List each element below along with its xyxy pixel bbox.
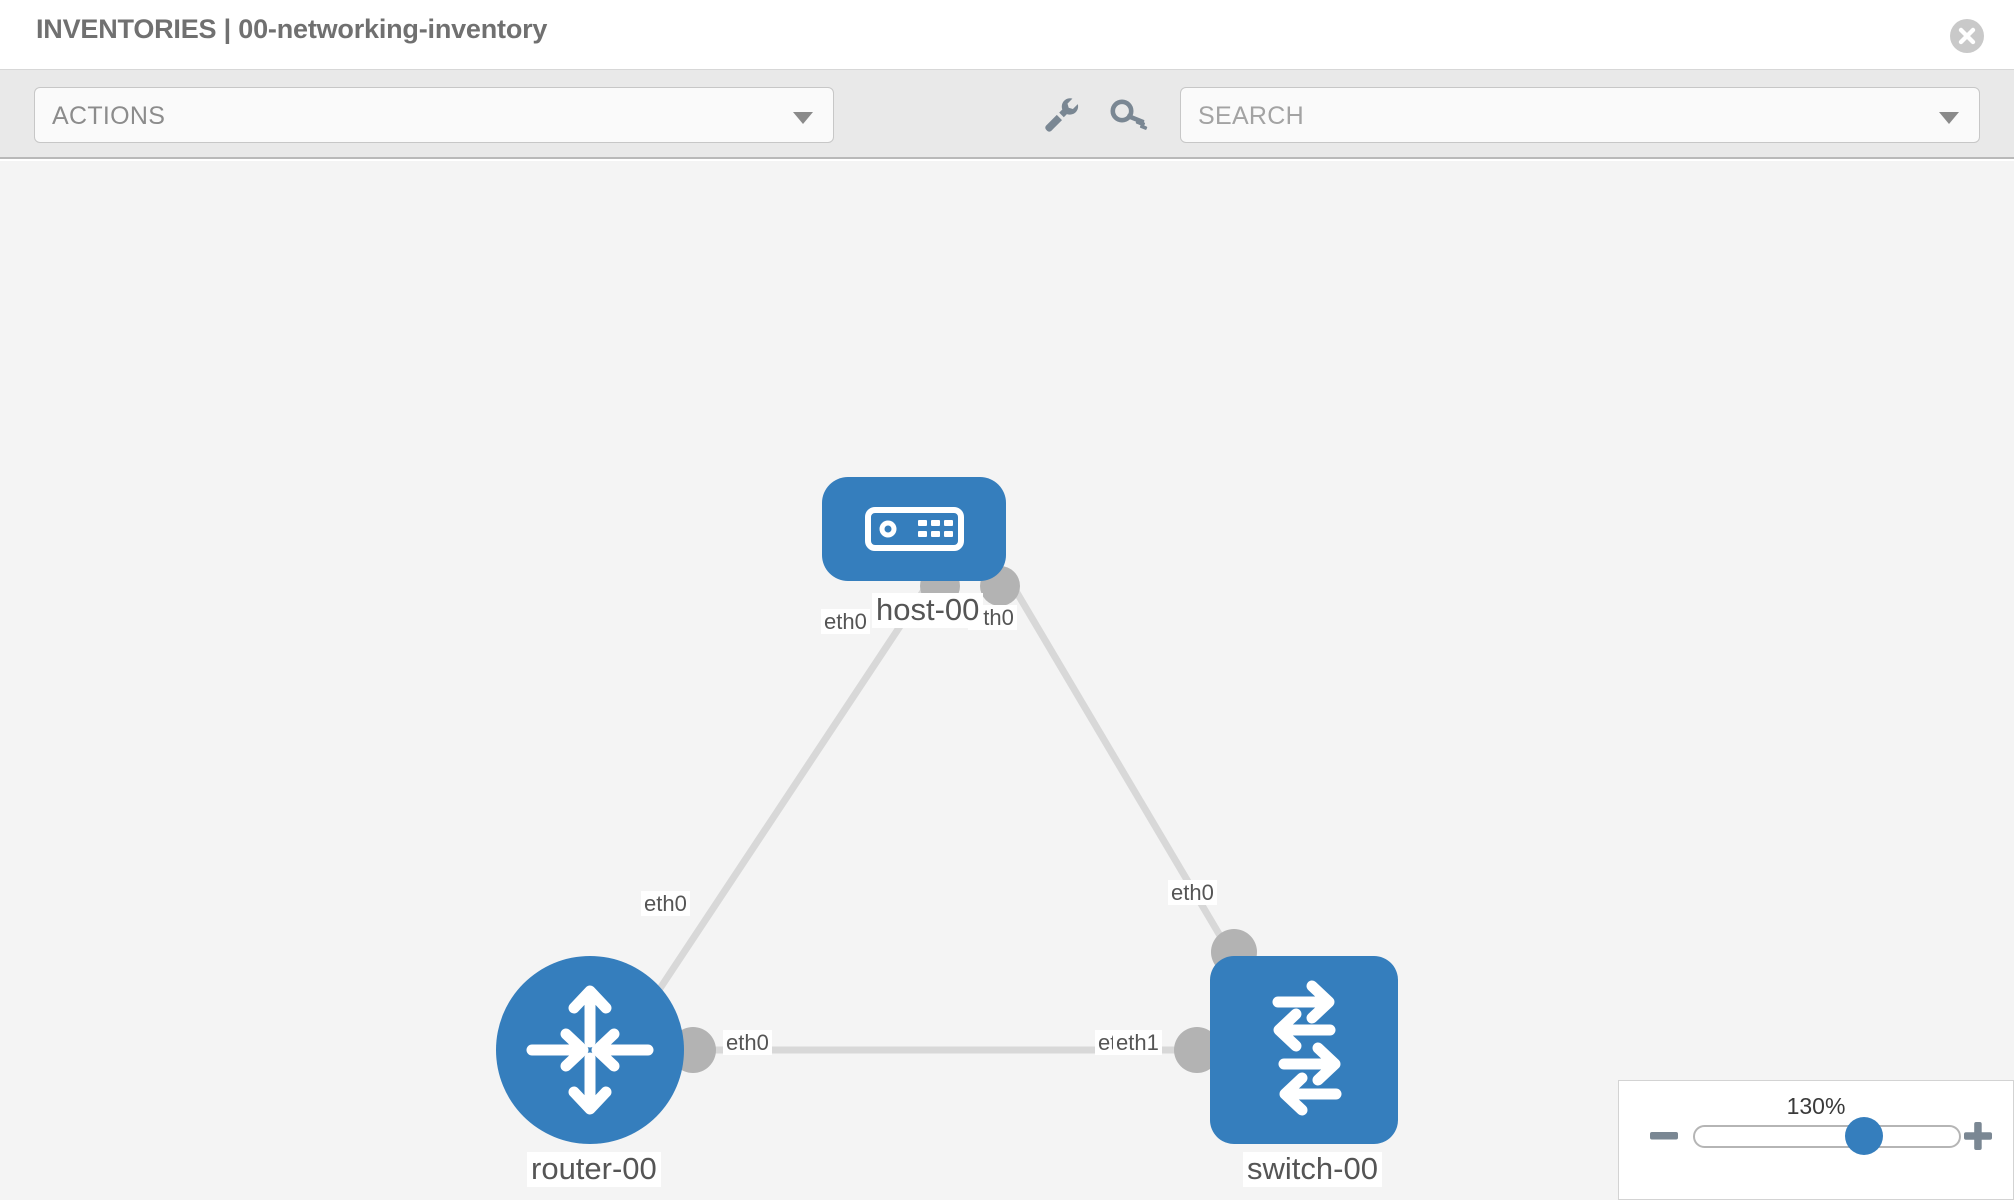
node-router-00[interactable]	[496, 956, 684, 1144]
edge-connectors	[670, 566, 1257, 1073]
plus-icon[interactable]	[1961, 1119, 1995, 1153]
page-header: INVENTORIES | 00-networking-inventory	[0, 0, 2014, 70]
topology-edges	[652, 579, 1239, 1054]
node-switch-00[interactable]	[1210, 956, 1398, 1144]
edge-label-switch-left-eth1: eth1	[1113, 1030, 1162, 1056]
actions-dropdown-label: ACTIONS	[52, 102, 166, 130]
zoom-level-value: 130%	[1786, 1093, 1846, 1119]
chevron-down-icon	[793, 112, 813, 124]
zoom-slider[interactable]	[1693, 1125, 1961, 1148]
search-input[interactable]: SEARCH	[1180, 87, 1980, 143]
zoom-control-panel: 130%	[1618, 1080, 2014, 1200]
toolbar: ACTIONS SEARCH	[0, 70, 2014, 159]
edge-label-router-up-eth0: eth0	[641, 891, 690, 917]
node-label-host-00: host-00	[872, 593, 984, 628]
minus-icon[interactable]	[1647, 1119, 1681, 1153]
connector-switch-left	[1174, 1027, 1220, 1073]
node-host-00[interactable]	[822, 477, 1006, 581]
node-label-switch-00: switch-00	[1243, 1152, 1382, 1187]
edge-label-host-left-eth0: eth0	[821, 609, 870, 635]
router-arrows-icon	[526, 985, 654, 1115]
topology-graph	[652, 566, 1257, 1073]
wrench-icon[interactable]	[1038, 92, 1084, 138]
switch-arrows-icon	[1272, 980, 1342, 1116]
topology-canvas[interactable]: eth0 eth0 eth0 eth0 eth0 eth eth1 host-0…	[0, 161, 2014, 1200]
zoom-slider-thumb[interactable]	[1845, 1117, 1883, 1155]
server-icon	[865, 507, 964, 551]
edge-host-router	[652, 579, 933, 998]
search-placeholder: SEARCH	[1198, 102, 1304, 130]
page-title: INVENTORIES | 00-networking-inventory	[36, 14, 548, 44]
node-label-router-00: router-00	[527, 1152, 661, 1187]
edge-label-router-right-eth0: eth0	[723, 1030, 772, 1056]
actions-dropdown[interactable]: ACTIONS	[34, 87, 834, 143]
chevron-down-icon[interactable]	[1939, 112, 1959, 124]
edge-label-switch-up-eth0: eth0	[1168, 880, 1217, 906]
key-icon[interactable]	[1106, 92, 1152, 138]
close-icon[interactable]	[1950, 19, 1984, 53]
